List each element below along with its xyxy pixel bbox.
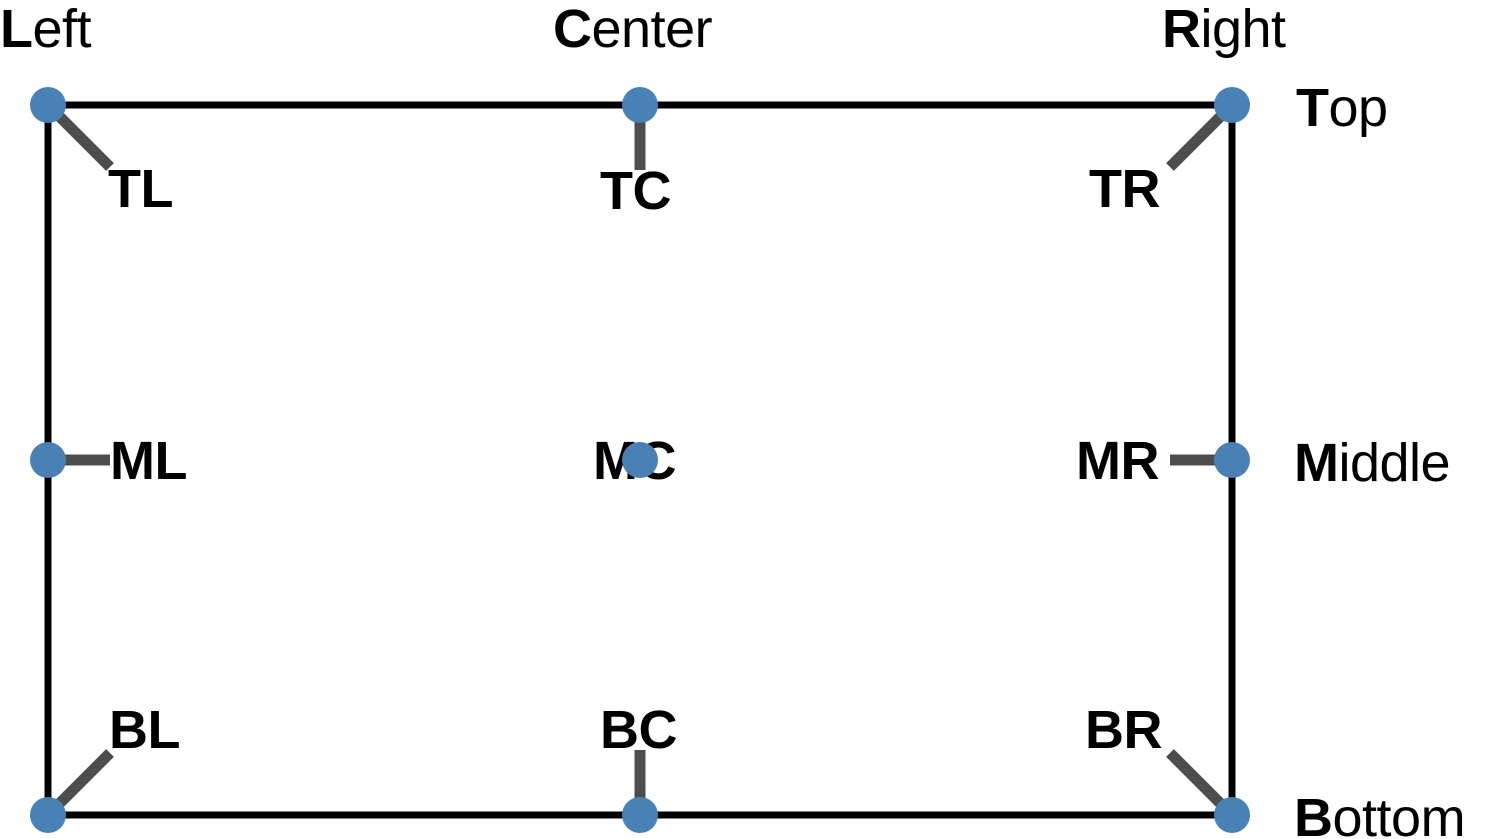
anchor-node-tl	[30, 87, 66, 123]
anchor-node-ml	[30, 442, 66, 478]
row-header-middle: Middle	[1294, 433, 1451, 493]
leader-line-tr	[1166, 107, 1230, 171]
row-header-top-rest: op	[1328, 78, 1389, 138]
column-header-left: Left	[0, 0, 92, 59]
node-label-bl: BL	[109, 700, 180, 760]
row-header-middle-rest: iddle	[1338, 433, 1451, 493]
column-header-center-rest: enter	[591, 0, 713, 59]
anchor-node-bc	[622, 797, 658, 833]
leader-line-tl	[50, 107, 114, 171]
leader-line-br	[1166, 749, 1230, 813]
anchor-nodes	[30, 87, 1250, 833]
column-header-left-initial: L	[0, 0, 33, 59]
row-header-top-initial: T	[1296, 78, 1329, 138]
node-label-tc: TC	[600, 161, 671, 221]
anchor-node-br	[1214, 797, 1250, 833]
anchor-node-mc	[622, 442, 658, 478]
anchor-node-mr	[1214, 442, 1250, 478]
leader-line-bl	[50, 749, 114, 813]
node-label-mr: MR	[1076, 431, 1159, 491]
anchor-node-bl	[30, 797, 66, 833]
row-header-top: Top	[1296, 81, 1388, 135]
column-header-left-rest: eft	[32, 0, 92, 59]
row-header-bottom-initial: B	[1294, 788, 1333, 839]
node-label-ml: ML	[110, 431, 187, 491]
node-label-tl: TL	[108, 159, 173, 219]
node-label-bc: BC	[600, 700, 678, 760]
column-header-right: Right	[1162, 2, 1286, 56]
row-header-bottom: Bottom	[1294, 788, 1466, 839]
node-label-tr: TR	[1089, 159, 1160, 219]
row-header-bottom-rest: ottom	[1332, 788, 1466, 839]
anchor-node-tc	[622, 87, 658, 123]
anchor-node-tr	[1214, 87, 1250, 123]
node-label-br: BR	[1085, 700, 1163, 760]
column-header-center: Center	[553, 0, 713, 59]
row-header-middle-initial: M	[1294, 433, 1339, 493]
column-header-right-initial: R	[1162, 0, 1201, 59]
column-header-right-rest: ight	[1200, 0, 1287, 59]
column-header-center-initial: C	[553, 0, 592, 59]
